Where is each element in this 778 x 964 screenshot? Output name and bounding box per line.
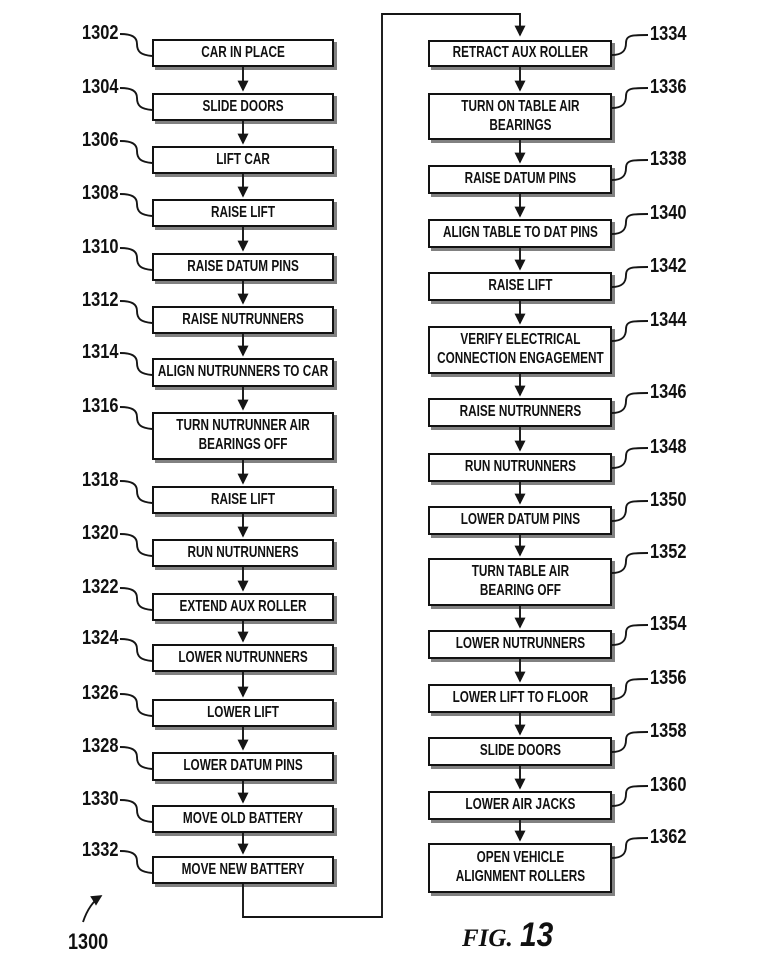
flow-step-box: RAISE LIFT <box>428 272 612 301</box>
ref-number: 1332 <box>82 839 119 861</box>
flow-step-box: RAISE DATUM PINS <box>428 165 612 194</box>
ref-number: 1328 <box>82 735 119 757</box>
flow-step-box: CAR IN PLACE <box>152 39 334 67</box>
flow-step-label: RUN NUTRUNNERS <box>464 458 576 476</box>
ref-number: 1350 <box>650 489 687 511</box>
flow-step-box: ALIGN NUTRUNNERS TO CAR <box>152 358 334 387</box>
flow-step-label: LIFT CAR <box>216 150 270 168</box>
flow-step-label: RAISE LIFT <box>210 490 276 508</box>
ref-number: 1312 <box>82 289 119 311</box>
flow-step-label: TURN ON TABLE AIR BEARINGS <box>460 97 580 134</box>
flow-step-label: LOWER LIFT TO FLOOR <box>452 689 588 707</box>
ref-number: 1306 <box>82 129 119 151</box>
ref-number: 1322 <box>82 576 119 598</box>
flow-step-label: RAISE DATUM PINS <box>187 257 299 275</box>
ref-number: 1344 <box>650 309 687 331</box>
ref-number: 1346 <box>650 381 687 403</box>
flow-step-box: VERIFY ELECTRICAL CONNECTION ENGAGEMENT <box>428 326 612 374</box>
ref-number: 1302 <box>82 22 119 44</box>
flow-step-box: RUN NUTRUNNERS <box>152 539 334 567</box>
ref-number: 1318 <box>82 469 119 491</box>
flow-step-label: LOWER LIFT <box>207 703 279 721</box>
flow-step-label: RUN NUTRUNNERS <box>187 543 299 561</box>
ref-number: 1314 <box>82 341 119 363</box>
flow-step-box: MOVE OLD BATTERY <box>152 805 334 833</box>
figure-caption-number: 13 <box>519 916 554 954</box>
flow-step-box: RAISE NUTRUNNERS <box>152 306 334 334</box>
flow-step-box: RAISE DATUM PINS <box>152 253 334 281</box>
ref-number: 1308 <box>82 182 119 204</box>
flow-step-box: RAISE NUTRUNNERS <box>428 398 612 427</box>
ref-number: 1310 <box>82 236 119 258</box>
flow-step-box: LOWER DATUM PINS <box>428 506 612 535</box>
flow-step-label: OPEN VEHICLE ALIGNMENT ROLLERS <box>455 849 585 885</box>
flow-step-label: MOVE NEW BATTERY <box>181 860 305 878</box>
flow-step-label: LOWER DATUM PINS <box>183 757 303 775</box>
flow-step-box: LOWER AIR JACKS <box>428 791 612 820</box>
ref-number: 1330 <box>82 788 119 810</box>
ref-number: 1320 <box>82 522 119 544</box>
flow-step-box: LOWER NUTRUNNERS <box>428 630 612 659</box>
flow-step-label: LOWER NUTRUNNERS <box>455 635 585 653</box>
flow-step-label: RAISE NUTRUNNERS <box>182 310 304 328</box>
flow-step-box: LOWER DATUM PINS <box>152 752 334 781</box>
ref-number: 1348 <box>650 436 687 458</box>
flow-step-label: RAISE NUTRUNNERS <box>459 403 581 421</box>
flow-step-box: RETRACT AUX ROLLER <box>428 40 612 67</box>
flow-step-box: LIFT CAR <box>152 146 334 174</box>
flow-step-box: SLIDE DOORS <box>428 737 612 766</box>
ref-number: 1354 <box>650 613 687 635</box>
flow-step-label: RAISE LIFT <box>487 277 553 295</box>
flow-step-box: RAISE LIFT <box>152 486 334 514</box>
ref-number: 1324 <box>82 627 119 649</box>
ref-number: 1342 <box>650 255 687 277</box>
flow-step-box: LOWER LIFT TO FLOOR <box>428 684 612 713</box>
flow-step-label: SLIDE DOORS <box>479 742 561 760</box>
flow-step-box: LOWER NUTRUNNERS <box>152 644 334 672</box>
flow-step-box: RUN NUTRUNNERS <box>428 453 612 482</box>
flow-step-label: ALIGN TABLE TO DAT PINS <box>442 224 598 242</box>
flow-step-label: RAISE DATUM PINS <box>464 170 576 188</box>
ref-number: 1304 <box>82 76 119 98</box>
ref-number: 1334 <box>650 23 687 45</box>
flow-step-box: SLIDE DOORS <box>152 93 334 121</box>
ref-number: 1362 <box>650 826 687 848</box>
ref-number: 1352 <box>650 541 687 563</box>
flow-step-box: LOWER LIFT <box>152 699 334 727</box>
flow-step-box: TURN ON TABLE AIR BEARINGS <box>428 93 612 140</box>
flow-step-label: RAISE LIFT <box>210 203 276 221</box>
flow-step-box: OPEN VEHICLE ALIGNMENT ROLLERS <box>428 843 612 893</box>
ref-number: 1338 <box>650 148 687 170</box>
ref-number: 1316 <box>82 395 119 417</box>
flow-step-box: ALIGN TABLE TO DAT PINS <box>428 219 612 248</box>
diagram-ref-number: 1300 <box>68 929 109 954</box>
flow-step-box: MOVE NEW BATTERY <box>152 856 334 884</box>
flow-step-label: TURN NUTRUNNER AIR BEARINGS OFF <box>176 417 310 453</box>
ref-number: 1326 <box>82 682 119 704</box>
ref-number: 1360 <box>650 774 687 796</box>
flow-step-label: MOVE OLD BATTERY <box>182 809 304 827</box>
flow-step-label: LOWER DATUM PINS <box>460 511 580 529</box>
flow-step-label: CAR IN PLACE <box>201 43 285 61</box>
figure-caption-prefix: FIG. <box>462 925 513 952</box>
ref-number: 1358 <box>650 720 687 742</box>
flow-step-box: EXTEND AUX ROLLER <box>152 593 334 621</box>
flow-step-label: EXTEND AUX ROLLER <box>179 597 307 615</box>
flow-step-box: TURN NUTRUNNER AIR BEARINGS OFF <box>152 412 334 460</box>
flow-step-label: SLIDE DOORS <box>202 97 284 115</box>
flow-step-box: RAISE LIFT <box>152 199 334 227</box>
ref-number: 1340 <box>650 202 687 224</box>
ref-number: 1336 <box>650 76 687 98</box>
flow-step-label: RETRACT AUX ROLLER <box>452 44 588 62</box>
figure-caption: FIG. 13 <box>462 916 558 955</box>
flow-step-label: TURN TABLE AIR BEARING OFF <box>471 563 569 599</box>
flow-step-label: ALIGN NUTRUNNERS TO CAR <box>157 363 329 381</box>
ref-number: 1356 <box>650 667 687 689</box>
flow-step-label: VERIFY ELECTRICAL CONNECTION ENGAGEMENT <box>436 331 604 367</box>
flow-step-box: TURN TABLE AIR BEARING OFF <box>428 558 612 606</box>
flow-step-label: LOWER NUTRUNNERS <box>178 648 308 666</box>
flow-step-label: LOWER AIR JACKS <box>465 796 576 814</box>
